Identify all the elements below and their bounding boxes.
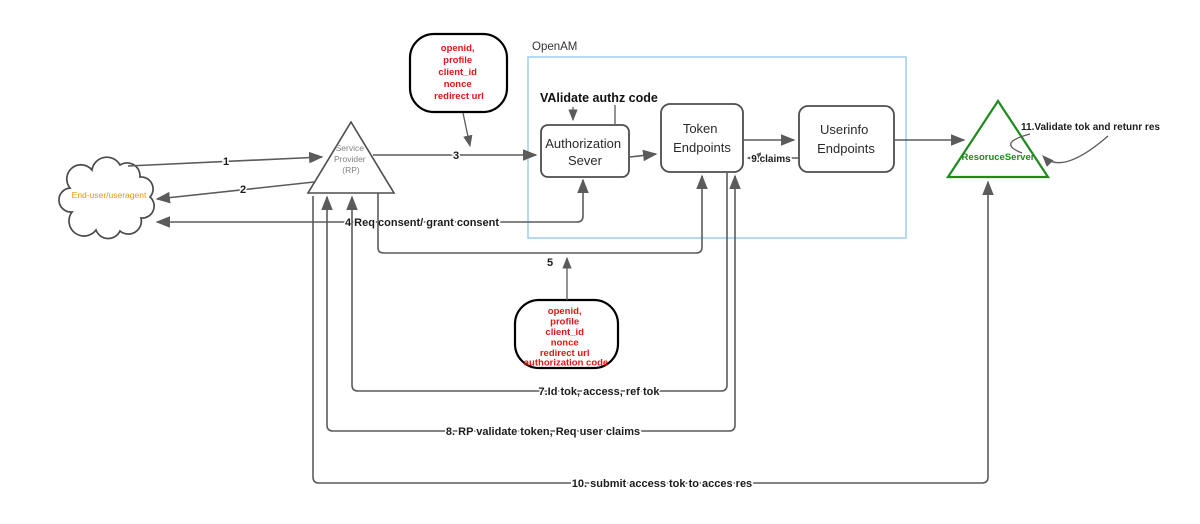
end-user-cloud: End-user/useragent <box>58 156 155 240</box>
authorization-server-node: Authorization Sever <box>540 124 630 178</box>
resource-server-triangle <box>945 98 1051 179</box>
userinfo-endpoints-label: Userinfo Endpoints <box>817 122 875 156</box>
step11-arrow <box>1042 135 1109 167</box>
edge-step9-label: 9.claims <box>751 154 791 165</box>
userinfo-endpoints-box <box>798 105 895 173</box>
scope-note-1-pointer <box>462 112 473 148</box>
edge-step8 <box>321 174 741 432</box>
edge-step3-label: 3 <box>453 150 459 162</box>
scope-note-1: openid, profile client_id nonce redirect… <box>408 32 509 148</box>
edge-step10-label: 10. submit access tok to acces res <box>572 478 752 490</box>
step11-leader-line <box>1010 133 1031 154</box>
edge-step1 <box>127 151 324 167</box>
edge-step11-label: 11.Validate tok and retunr res <box>1021 122 1160 133</box>
edge-step4-label: 4 Req consent/ grant consent <box>345 217 499 229</box>
openam-container <box>527 56 907 239</box>
token-endpoints-node: Token Endpoints <box>660 103 744 173</box>
scope-note-2-text: openid, profile client_id nonce redirect… <box>524 306 608 369</box>
resource-server-label: ResoruceServer <box>962 152 1035 163</box>
end-user-label: End-user/useragent <box>72 190 147 200</box>
openam-label: OpenAM <box>532 41 577 53</box>
edge-step7-label: 7.Id tok, access, ref tok <box>538 386 660 398</box>
service-provider-label: Service Provider (RP) <box>334 143 368 175</box>
validate-authz-label: VAlidate authz code <box>540 91 658 105</box>
edge-step1-label: 1 <box>223 156 229 168</box>
scope-note-2: openid, profile client_id nonce redirect… <box>513 256 620 370</box>
edge-auth-to-token <box>629 149 658 162</box>
edge-step7 <box>346 172 728 392</box>
edge-step10 <box>312 180 994 484</box>
authorization-server-label: Authorization Sever <box>545 136 625 168</box>
cloud-shape <box>58 156 155 240</box>
edge-step5-label: 5 <box>547 257 553 269</box>
scope-note-1-text: openid, profile client_id nonce redirect… <box>434 43 484 102</box>
validate-authz-annotation: VAlidate authz code <box>540 91 658 125</box>
edge-step8-label: 8. RP validate token, Req user claims <box>446 426 640 438</box>
step11-annotation: 11.Validate tok and retunr res <box>1010 121 1162 167</box>
edge-step5 <box>377 174 708 254</box>
token-endpoints-label: Token Endpoints <box>673 121 731 155</box>
userinfo-endpoints-node: Userinfo Endpoints <box>798 105 895 173</box>
edge-step4 <box>155 178 589 228</box>
edge-step2 <box>155 181 315 204</box>
authorization-server-box <box>540 124 630 178</box>
scope-note-1-shape <box>408 32 509 114</box>
token-endpoints-box <box>660 103 744 173</box>
resource-server-node: ResoruceServer <box>945 98 1051 179</box>
edge-step2-label: 2 <box>240 184 246 196</box>
